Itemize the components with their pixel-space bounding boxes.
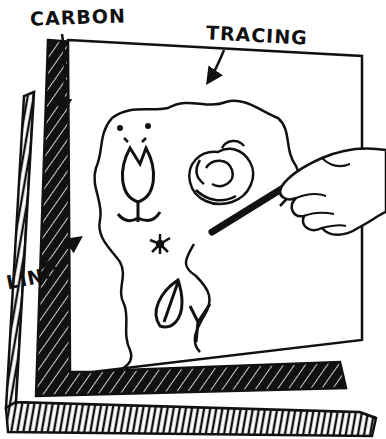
part-label: CARBON (30, 4, 127, 29)
part-label: TRACING (205, 21, 308, 48)
leader-arrows (42, 34, 224, 268)
leader-arrow (208, 50, 224, 82)
leader-arrow (62, 34, 65, 112)
hand-with-pencil (212, 148, 386, 234)
